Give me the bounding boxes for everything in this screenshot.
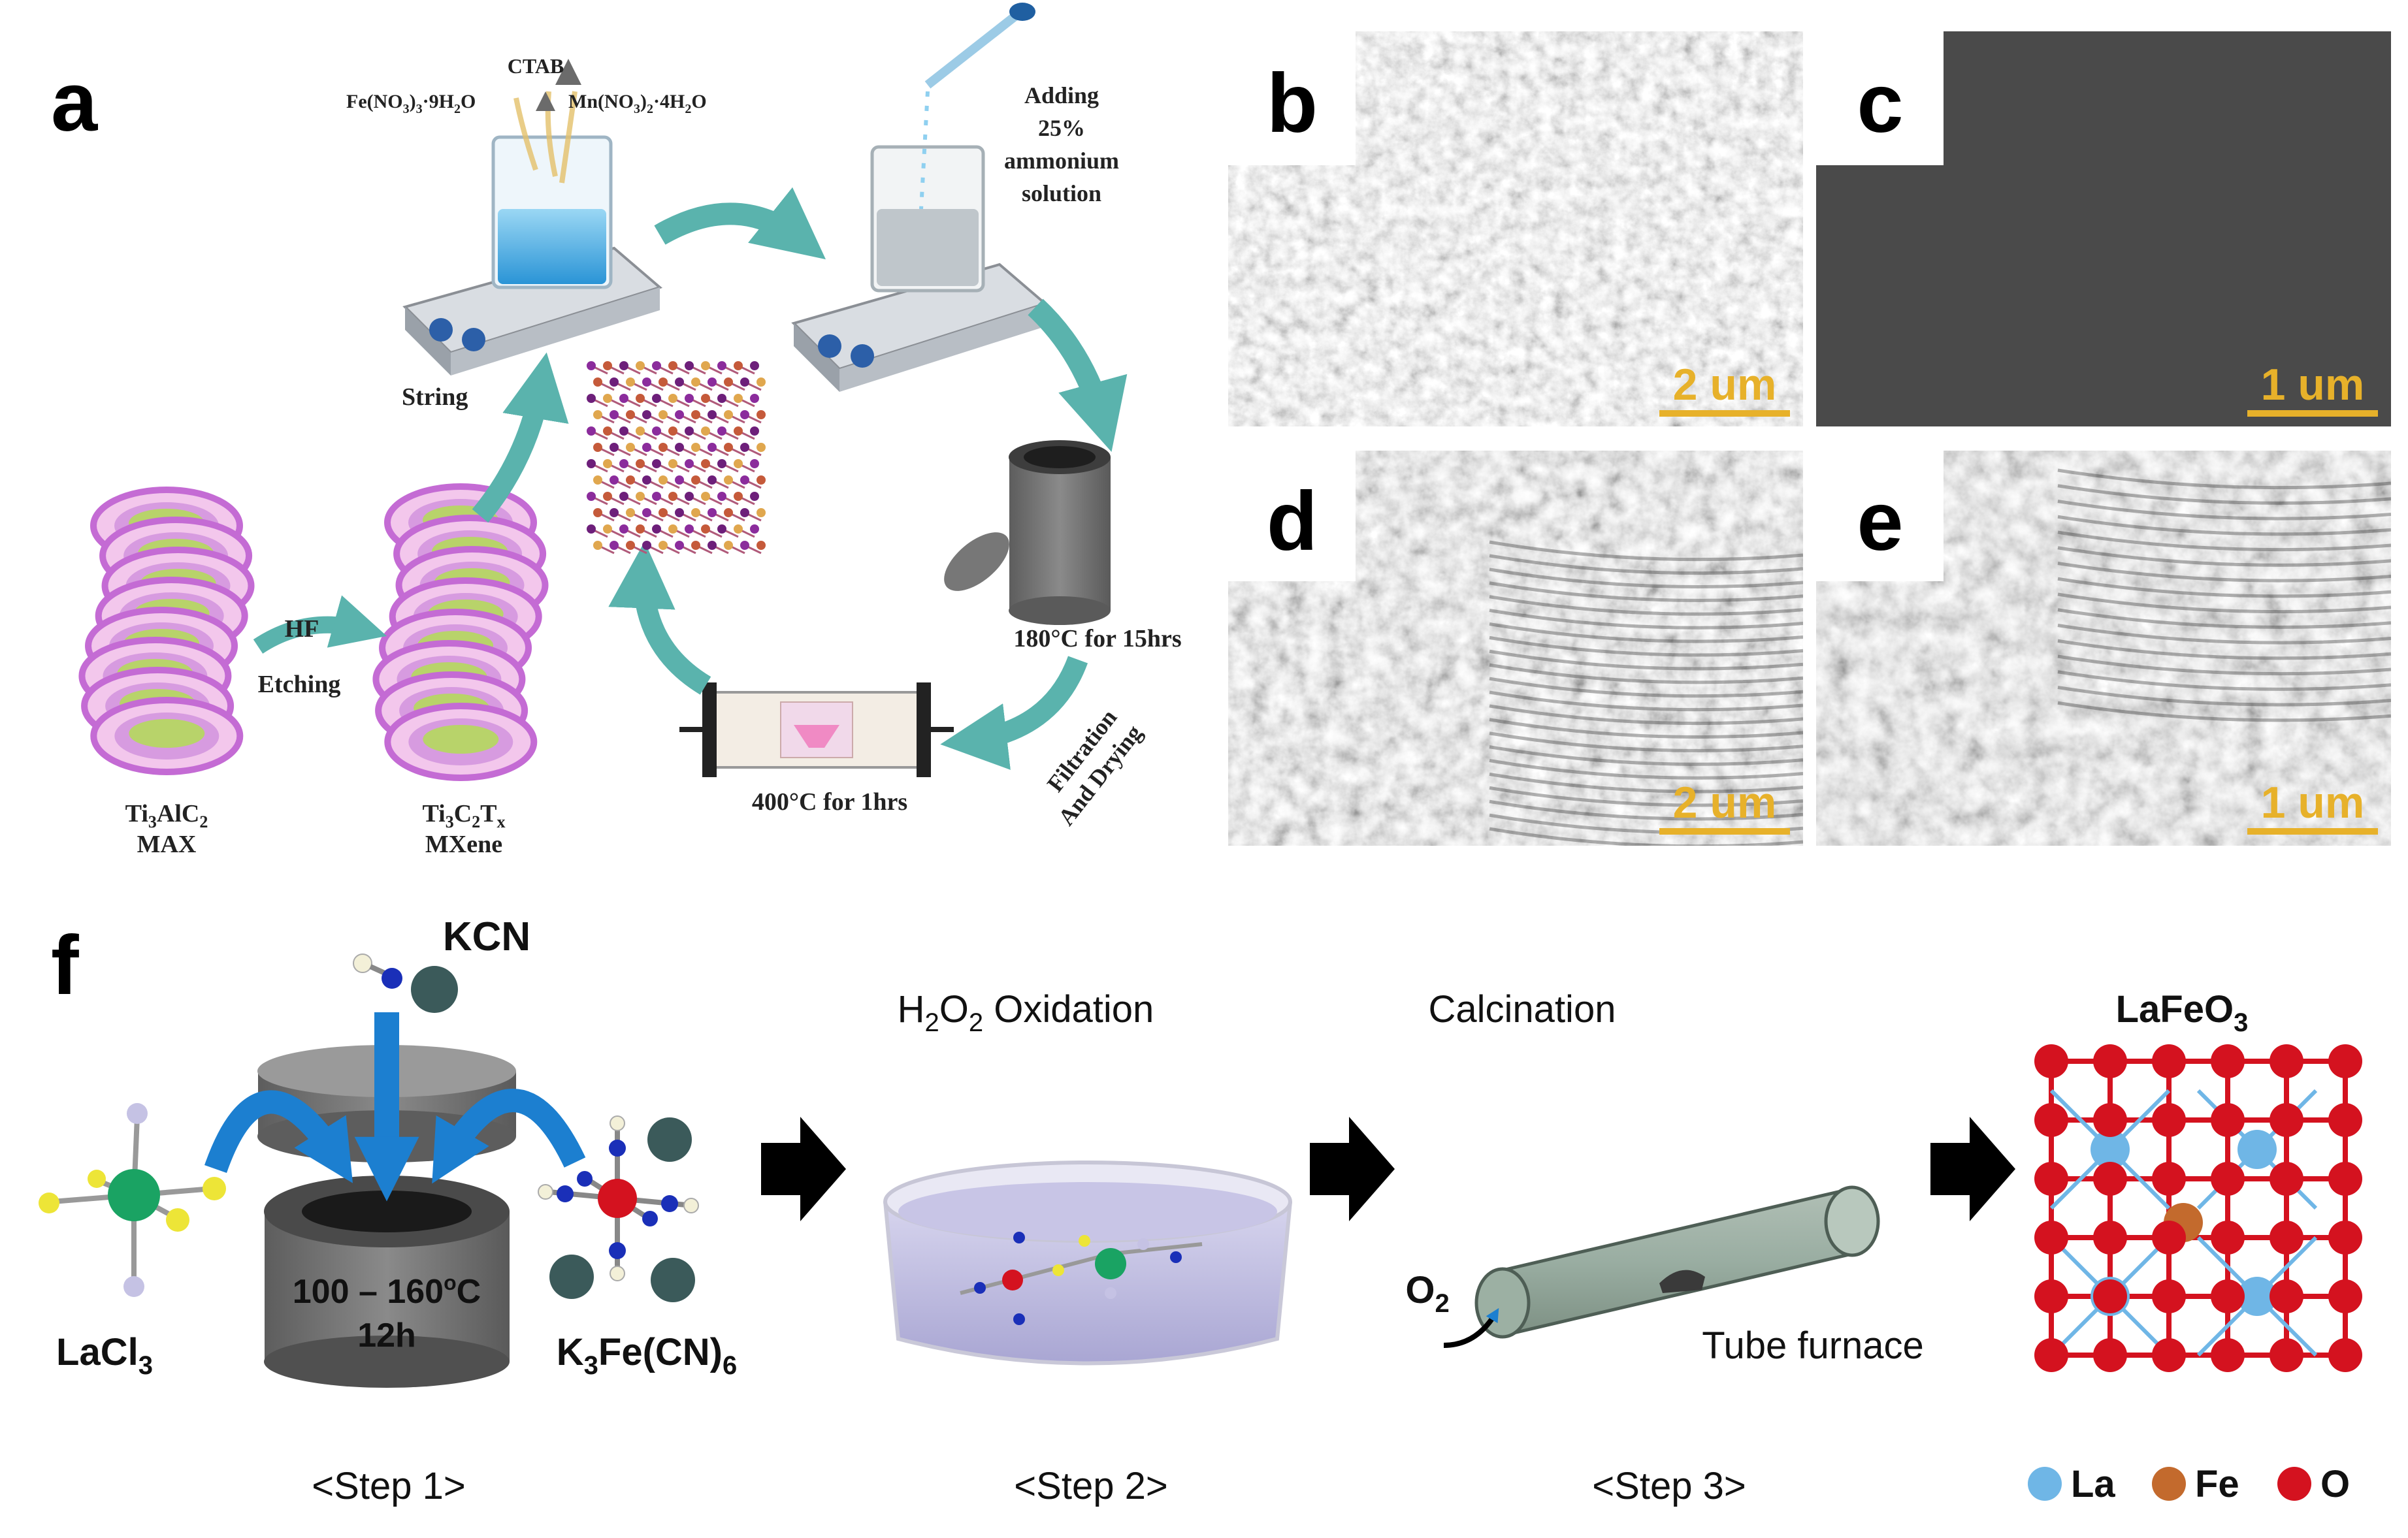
- panel-label-a: a: [51, 56, 98, 149]
- flow-arrow-filtration: [940, 656, 1088, 770]
- product-title: LaFeO3: [2116, 988, 2249, 1037]
- svg-text:solution: solution: [1022, 180, 1101, 206]
- panel-label-d: d: [1267, 475, 1318, 568]
- panel-a: a CTAB Fe(NO3)3·9H2O Mn(NO3)2·4H2O Strin…: [51, 3, 1182, 858]
- reactor-time: 12h: [357, 1317, 416, 1354]
- flow-arrow-mix-to-ammonia: [654, 187, 826, 260]
- mn-nitrate-label: Mn(NO3)2·4H2O: [568, 91, 707, 116]
- legend-la-label: La: [2071, 1463, 2115, 1505]
- hotplate-beaker-2: [791, 3, 1049, 392]
- crystal-structure-a: [587, 361, 766, 554]
- reagent-labels: CTAB Fe(NO3)3·9H2O Mn(NO3)2·4H2O String: [346, 54, 707, 411]
- panel-f: f KCN 100 – 160oC 12h: [39, 914, 2362, 1507]
- flow-arrow-to-autoclave: [1028, 298, 1128, 452]
- step-arrow-3: [1930, 1117, 2015, 1221]
- k3fe-cn6-molecule: K3Fe(CN)6: [538, 1115, 737, 1380]
- step-arrow-2: [1310, 1117, 1395, 1221]
- legend-la-swatch: [2028, 1467, 2062, 1501]
- svg-text:ammonium: ammonium: [1004, 148, 1119, 174]
- mxene-formula: Ti3C2Tx: [422, 800, 505, 831]
- legend-o-label: O: [2320, 1463, 2350, 1505]
- kcn-molecule: KCN: [353, 914, 530, 1013]
- step1-label: <Step 1>: [312, 1465, 465, 1507]
- panel-label-e: e: [1857, 475, 1903, 568]
- step-arrow-1: [761, 1117, 846, 1221]
- panel-e-sem: e 1 um: [1816, 451, 2391, 846]
- step2-label: <Step 2>: [1014, 1465, 1167, 1507]
- tube-furnace-label: Tube furnace: [1702, 1324, 1924, 1367]
- panel-label-f: f: [51, 919, 79, 1012]
- mxene-stack: [372, 483, 549, 781]
- element-legend: La Fe O: [2028, 1463, 2350, 1505]
- step3-label: <Step 3>: [1592, 1465, 1746, 1507]
- k3fe-cn6-label: K3Fe(CN)6: [557, 1331, 737, 1380]
- kcn-label: KCN: [443, 914, 530, 959]
- svg-text:25%: 25%: [1038, 115, 1085, 141]
- svg-text:Adding: Adding: [1024, 82, 1099, 108]
- step3-title: Calcination: [1429, 988, 1616, 1031]
- mxene-name: MXene: [425, 831, 502, 858]
- flow-arrow-hf-etching: [253, 595, 387, 654]
- hf-label: HF: [285, 615, 319, 643]
- arrow-lacl3-in: [204, 1090, 353, 1183]
- arrow-k3fe-in: [432, 1089, 586, 1184]
- lacl3-molecule: LaCl3: [39, 1103, 226, 1380]
- panel-b-sem: b 2 um: [1228, 31, 1803, 426]
- max-name: MAX: [137, 831, 197, 858]
- panel-c-sem: c 1 um: [1816, 31, 2391, 426]
- ctab-label: CTAB: [508, 54, 564, 78]
- panel-d-sem: d 2 um: [1228, 451, 1803, 846]
- fe-nitrate-label: Fe(NO3)3·9H2O: [346, 91, 476, 116]
- autoclave-label: 180°C for 15hrs: [1013, 625, 1181, 652]
- tube-furnace-a: 400°C for 1hrs: [679, 682, 954, 816]
- flow-arrow-to-crystal: [608, 541, 711, 695]
- panel-label-c: c: [1857, 57, 1903, 150]
- legend-fe-swatch: [2152, 1467, 2186, 1501]
- legend-o-swatch: [2277, 1467, 2311, 1501]
- max-formula: Ti3AlC2: [125, 800, 208, 831]
- ammonia-label: Adding 25% ammonium solution: [1004, 82, 1119, 206]
- reactor-temperature: 100 – 160oC: [293, 1271, 481, 1311]
- lacl3-label: LaCl3: [56, 1331, 153, 1380]
- scale-bar-d: 2 um: [1673, 778, 1777, 827]
- lafeo3-lattice: [2034, 1044, 2362, 1372]
- flow-arrow-mxene-to-mix: [472, 352, 569, 523]
- furnace-a-label: 400°C for 1hrs: [752, 788, 907, 816]
- oxidation-dish: [883, 1161, 1292, 1366]
- legend-fe-label: Fe: [2195, 1463, 2239, 1505]
- calcination-tube: O2 Tube furnace: [1405, 1185, 1924, 1367]
- scale-bar-c: 1 um: [2261, 360, 2365, 409]
- etching-label: Etching: [258, 671, 341, 698]
- stirring-label: String: [402, 383, 468, 411]
- o2-label: O2: [1405, 1269, 1449, 1318]
- scale-bar-e: 1 um: [2261, 778, 2365, 827]
- scale-bar-b: 2 um: [1673, 360, 1777, 409]
- panel-label-b: b: [1267, 57, 1318, 150]
- autoclave: 180°C for 15hrs: [944, 440, 1182, 652]
- step2-title: H2O2 Oxidation: [898, 988, 1154, 1037]
- max-phase-stack: [78, 487, 255, 775]
